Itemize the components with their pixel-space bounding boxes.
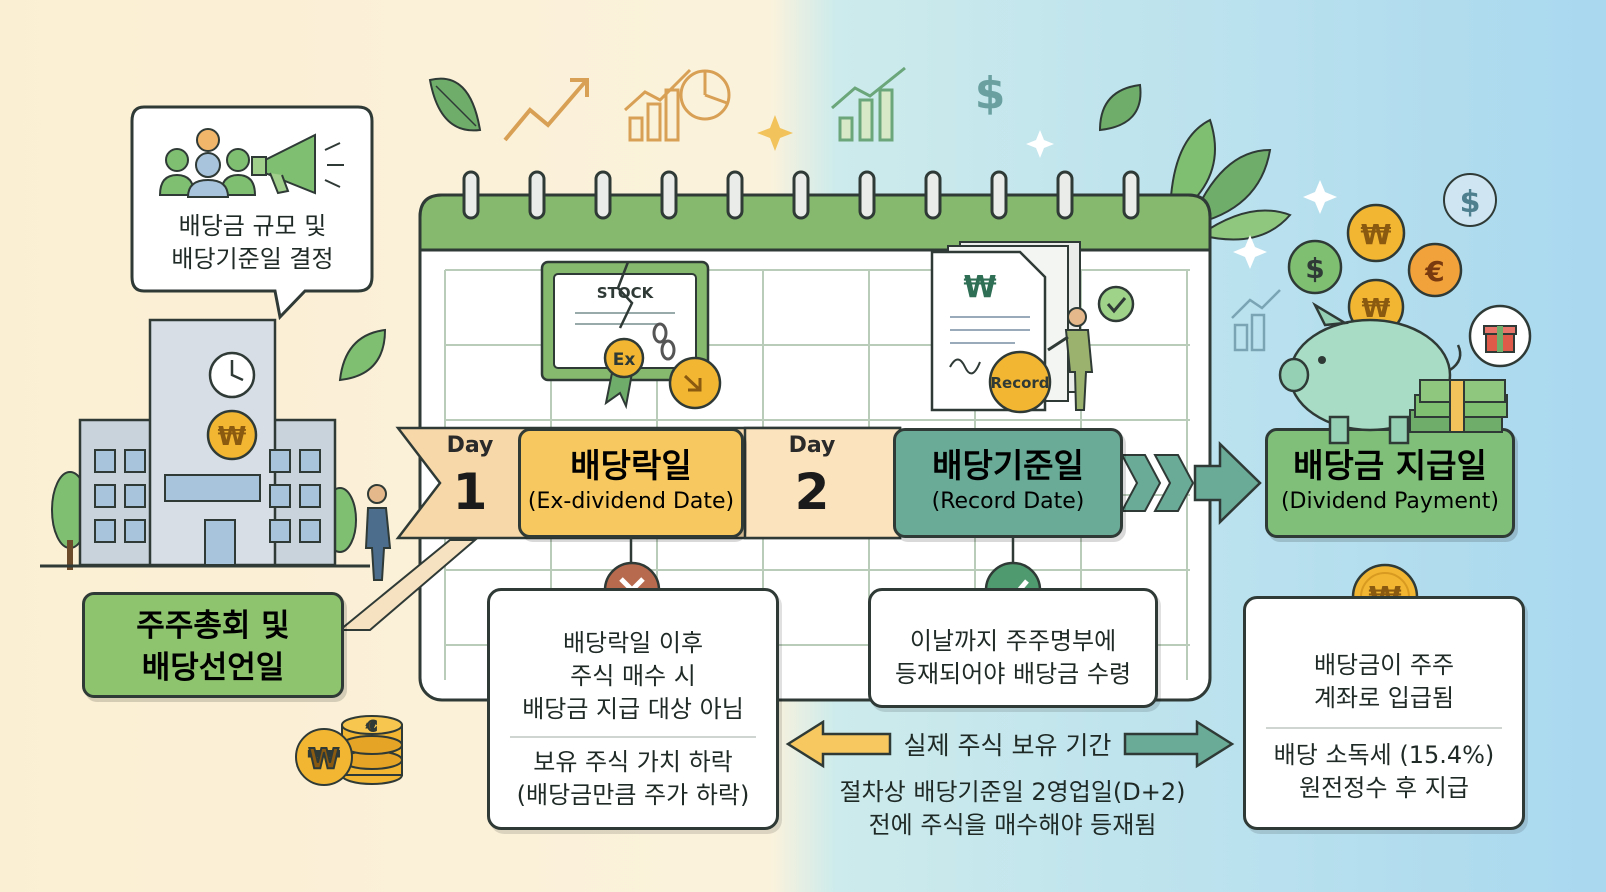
note-line: 이날까지 주주명부에: [909, 627, 1117, 655]
bar-chart-icon: [623, 68, 692, 142]
record-coin-icon: Record: [988, 350, 1052, 414]
svg-text:₩: ₩: [218, 422, 247, 452]
record-document-illustration: ₩ Record: [930, 241, 1135, 414]
bubble-text: 배당금 규모 및 배당기준일 결정: [135, 210, 370, 276]
divider: [1266, 727, 1502, 729]
leaf-icon: [1098, 83, 1142, 132]
won-coin-icon: ₩: [206, 409, 258, 461]
record-subtitle: (Record Date): [931, 489, 1085, 514]
payment-subtitle: (Dividend Payment): [1280, 489, 1500, 514]
svg-text:€: €: [1424, 255, 1444, 288]
ex-dividend-title: 배당락일: [570, 446, 692, 485]
day2-label: Day: [788, 433, 836, 458]
note-line: 배당금 지급 대상 아님: [522, 695, 744, 723]
company-building-illustration: ₩: [40, 318, 370, 570]
chart-icon: [1231, 289, 1281, 352]
holding-note: 절차상 배당기준일 2영업일(D+2) 전에 주식을 매수해야 등재됨: [820, 776, 1205, 842]
person-walking-icon: [364, 484, 392, 581]
dollar-sign-icon: $: [975, 68, 1006, 119]
piggy-bank-icon: [1278, 301, 1462, 445]
note-line: 주식 매수 시: [570, 662, 696, 690]
check-circle-icon: [1097, 285, 1135, 323]
meeting-line: 배당선언일: [141, 650, 285, 686]
speech-bubble: [130, 105, 374, 320]
record-note-box: 이날까지 주주명부에 등재되어야 배당금 수령: [868, 588, 1158, 708]
holding-note-line: 전에 주식을 매수해야 등재됨: [868, 811, 1157, 839]
people-group-icon: [158, 128, 257, 198]
falling-coin-icon: [668, 356, 722, 410]
dollar-bubble-icon: $: [1443, 173, 1497, 227]
bar-chart-icon: [831, 66, 906, 142]
svg-text:₩: ₩: [309, 742, 340, 775]
broken-chain-icon: [652, 322, 676, 361]
svg-text:₩: ₩: [963, 270, 996, 305]
svg-text:$: $: [1305, 252, 1324, 285]
calendar-rings: [462, 170, 1140, 220]
payment-title: 배당금 지급일: [1293, 446, 1487, 485]
payment-date-box: 배당금 지급일 (Dividend Payment): [1265, 428, 1515, 538]
note-line: 배당 소독세 (15.4%): [1273, 741, 1495, 769]
ex-dividend-note-box: 배당락일 이후 주식 매수 시 배당금 지급 대상 아님 보유 주식 가치 하락…: [487, 588, 779, 830]
ex-dividend-subtitle: (Ex-dividend Date): [527, 489, 735, 514]
leaf-icon: [428, 77, 482, 132]
record-coin-text: Record: [990, 374, 1049, 392]
sparkle-icon: [757, 115, 793, 151]
holding-period-label: 실제 주식 보유 기간: [903, 731, 1112, 760]
coin-stack-icon: € ₩: [295, 715, 403, 786]
ex-badge-text: Ex: [613, 350, 636, 370]
cash-stack-icon: [1409, 379, 1508, 433]
trend-arrow-icon: [503, 78, 589, 142]
megaphone-icon: [251, 133, 344, 195]
day1-number: 1: [452, 463, 488, 521]
leaf-icon: [338, 328, 387, 382]
gift-bubble-icon: [1468, 304, 1532, 368]
bubble-line: 배당기준일 결정: [171, 245, 334, 273]
ex-dividend-date-box: 배당락일 (Ex-dividend Date): [518, 428, 744, 538]
svg-text:$: $: [1460, 185, 1481, 220]
euro-coin-icon: €: [1407, 242, 1463, 298]
divider: [510, 736, 756, 738]
person-standing-icon: [1047, 307, 1094, 411]
note-line: 배당금이 주주: [1313, 651, 1455, 679]
piggy-bank-illustration: ₩ $ € ₩: [1278, 203, 1508, 445]
chevron-right-icon: [1120, 454, 1195, 512]
day2-number: 2: [794, 463, 830, 521]
note-line: 배당락일 이후: [562, 629, 704, 657]
svg-text:€: €: [366, 719, 377, 735]
pie-chart-icon: [679, 69, 731, 121]
svg-text:₩: ₩: [1361, 218, 1392, 251]
record-date-box: 배당기준일 (Record Date): [893, 428, 1123, 538]
note-line: 보유 주식 가치 하락: [533, 748, 733, 776]
bubble-line: 배당금 규모 및: [178, 212, 327, 240]
note-line: 등재되어야 배당금 수령: [894, 660, 1132, 688]
arrow-right-icon: [1193, 441, 1262, 525]
sparkle-icon: [1026, 130, 1337, 269]
record-title: 배당기준일: [932, 446, 1084, 485]
won-coin-icon: ₩: [1346, 203, 1406, 263]
payment-note-box: 배당금이 주주 계좌로 입급됨 배당 소독세 (15.4%) 원전정수 후 지급: [1243, 596, 1525, 830]
note-line: 계좌로 입급됨: [1313, 684, 1455, 712]
day1-label: Day: [446, 433, 494, 458]
certificate-text: STOCK: [597, 284, 655, 302]
note-line: 원전정수 후 지급: [1299, 774, 1469, 802]
stock-certificate-illustration: STOCK Ex: [540, 260, 722, 410]
meeting-line: 주주총회 및: [136, 608, 290, 644]
svg-text:$: $: [975, 68, 1006, 119]
holding-note-line: 절차상 배당기준일 2영업일(D+2): [839, 778, 1186, 806]
holding-period-arrow: [785, 720, 1235, 769]
note-line: (배당금만큼 주가 하락): [516, 781, 750, 809]
path-connector: [337, 539, 478, 631]
ribbon-badge-icon: Ex: [603, 337, 645, 410]
dollar-coin-icon: $: [1287, 239, 1343, 295]
shareholder-meeting-label: 주주총회 및 배당선언일: [82, 592, 344, 698]
